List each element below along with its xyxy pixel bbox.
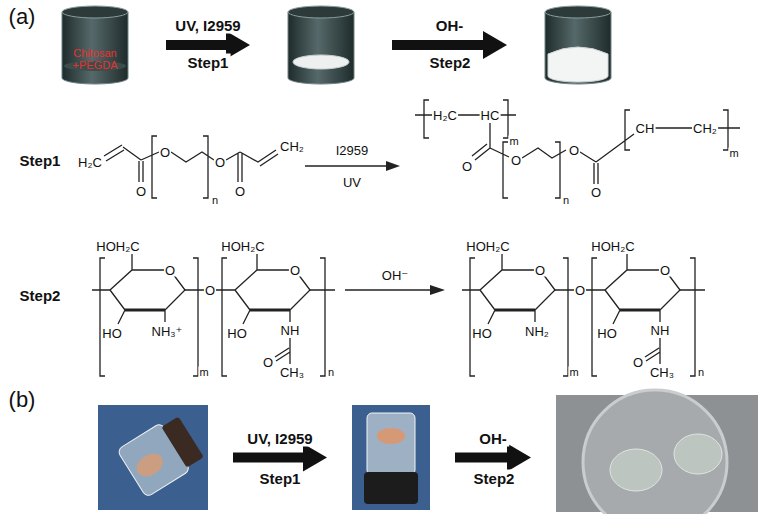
arrowhead bbox=[386, 161, 400, 171]
photo bbox=[98, 405, 208, 510]
atom-label: O bbox=[262, 356, 274, 369]
reaction-arrow bbox=[455, 453, 507, 463]
atom-label: UV bbox=[342, 176, 362, 189]
repeat-subscript: m bbox=[508, 136, 519, 147]
vial-drawing bbox=[62, 6, 128, 84]
atom-label: O bbox=[632, 356, 644, 369]
photo bbox=[352, 405, 430, 510]
atom-label: H₂C bbox=[432, 109, 458, 122]
atom-label: CH₂ bbox=[279, 140, 305, 153]
atom-label: O bbox=[510, 154, 522, 167]
atom-label: O bbox=[534, 264, 546, 277]
atom-label: NH bbox=[280, 324, 301, 337]
atom-label: I2959 bbox=[335, 144, 370, 157]
vial-drawing bbox=[288, 6, 354, 84]
step-label: Step1 bbox=[186, 54, 231, 71]
panel-label: (a) bbox=[9, 6, 36, 28]
atom-label: O bbox=[159, 146, 171, 159]
atom-label: HO bbox=[471, 327, 493, 340]
atom-label: HOH₂C bbox=[220, 240, 265, 253]
sample-label: Chitosan +PEGDA bbox=[65, 47, 125, 72]
atom-label: O bbox=[234, 185, 246, 198]
photo-drawing bbox=[352, 405, 430, 510]
atom-label: HO bbox=[101, 327, 123, 340]
atom-label: O bbox=[214, 156, 226, 169]
atom-label: CH₂ bbox=[692, 122, 718, 135]
atom-label: NH₂ bbox=[524, 325, 550, 338]
repeat-subscript: n bbox=[562, 195, 570, 206]
chitosan-structure bbox=[92, 254, 335, 376]
repeat-subscript: m bbox=[568, 367, 579, 378]
repeat-subscript: n bbox=[211, 195, 219, 206]
atom-label: O bbox=[568, 144, 580, 157]
atom-label: NH₃⁺ bbox=[151, 325, 184, 338]
atom-label: CH bbox=[635, 122, 656, 135]
step-label: Step1 bbox=[18, 152, 63, 169]
reaction-arrow bbox=[392, 40, 483, 50]
atom-label: HC bbox=[480, 109, 501, 122]
atom-label: O bbox=[461, 160, 473, 173]
arrow-label: OH- bbox=[477, 429, 509, 446]
pegda-bonds bbox=[104, 136, 278, 198]
atom-label: HOH₂C bbox=[95, 240, 140, 253]
step-label: Step1 bbox=[258, 470, 303, 487]
atom-label: CH₃ bbox=[279, 366, 305, 379]
atom-label: HOH₂C bbox=[465, 240, 510, 253]
reaction-arrow-small bbox=[305, 165, 388, 167]
gel-disc bbox=[293, 55, 349, 69]
atom-label: O bbox=[659, 264, 671, 277]
atom-label: NH bbox=[650, 324, 671, 337]
vial-drawing bbox=[545, 6, 611, 84]
chitosan-structure bbox=[462, 254, 705, 376]
polymer-bonds bbox=[415, 100, 740, 198]
atom-label: O bbox=[289, 264, 301, 277]
arrow-label: UV, I2959 bbox=[245, 429, 314, 446]
reaction-arrow bbox=[166, 40, 226, 50]
vial bbox=[545, 6, 611, 84]
repeat-subscript: m bbox=[728, 148, 739, 159]
atom-label: HO bbox=[226, 327, 248, 340]
repeat-subscript: m bbox=[198, 367, 209, 378]
repeat-subscript: n bbox=[697, 367, 705, 378]
arrow-label: OH- bbox=[434, 17, 466, 34]
vial bbox=[288, 6, 354, 84]
step-label: Step2 bbox=[472, 470, 517, 487]
atom-label: O bbox=[204, 284, 216, 297]
step-label: Step2 bbox=[18, 287, 63, 304]
photo bbox=[556, 395, 758, 512]
arrow-label: UV, I2959 bbox=[173, 17, 242, 34]
step-label: Step2 bbox=[428, 54, 473, 71]
photo-drawing bbox=[556, 390, 758, 514]
atom-label: O bbox=[574, 284, 586, 297]
reaction-arrow-small bbox=[345, 289, 432, 291]
atom-label: HO bbox=[596, 327, 618, 340]
panel-label: (b) bbox=[9, 389, 36, 411]
photo-drawing bbox=[98, 405, 208, 510]
atom-label: O bbox=[590, 186, 602, 199]
gel-solid bbox=[548, 47, 608, 82]
atom-label: H₂C bbox=[77, 156, 103, 169]
arrowhead bbox=[430, 285, 445, 295]
atom-label: HOH₂C bbox=[590, 240, 635, 253]
atom-label: O bbox=[135, 185, 147, 198]
atom-label: O bbox=[164, 264, 176, 277]
atom-label: OH⁻ bbox=[381, 269, 409, 282]
reaction-arrow bbox=[233, 453, 303, 463]
vial: Chitosan +PEGDA bbox=[62, 6, 128, 84]
atom-label: CH₃ bbox=[649, 366, 675, 379]
repeat-subscript: n bbox=[327, 367, 335, 378]
